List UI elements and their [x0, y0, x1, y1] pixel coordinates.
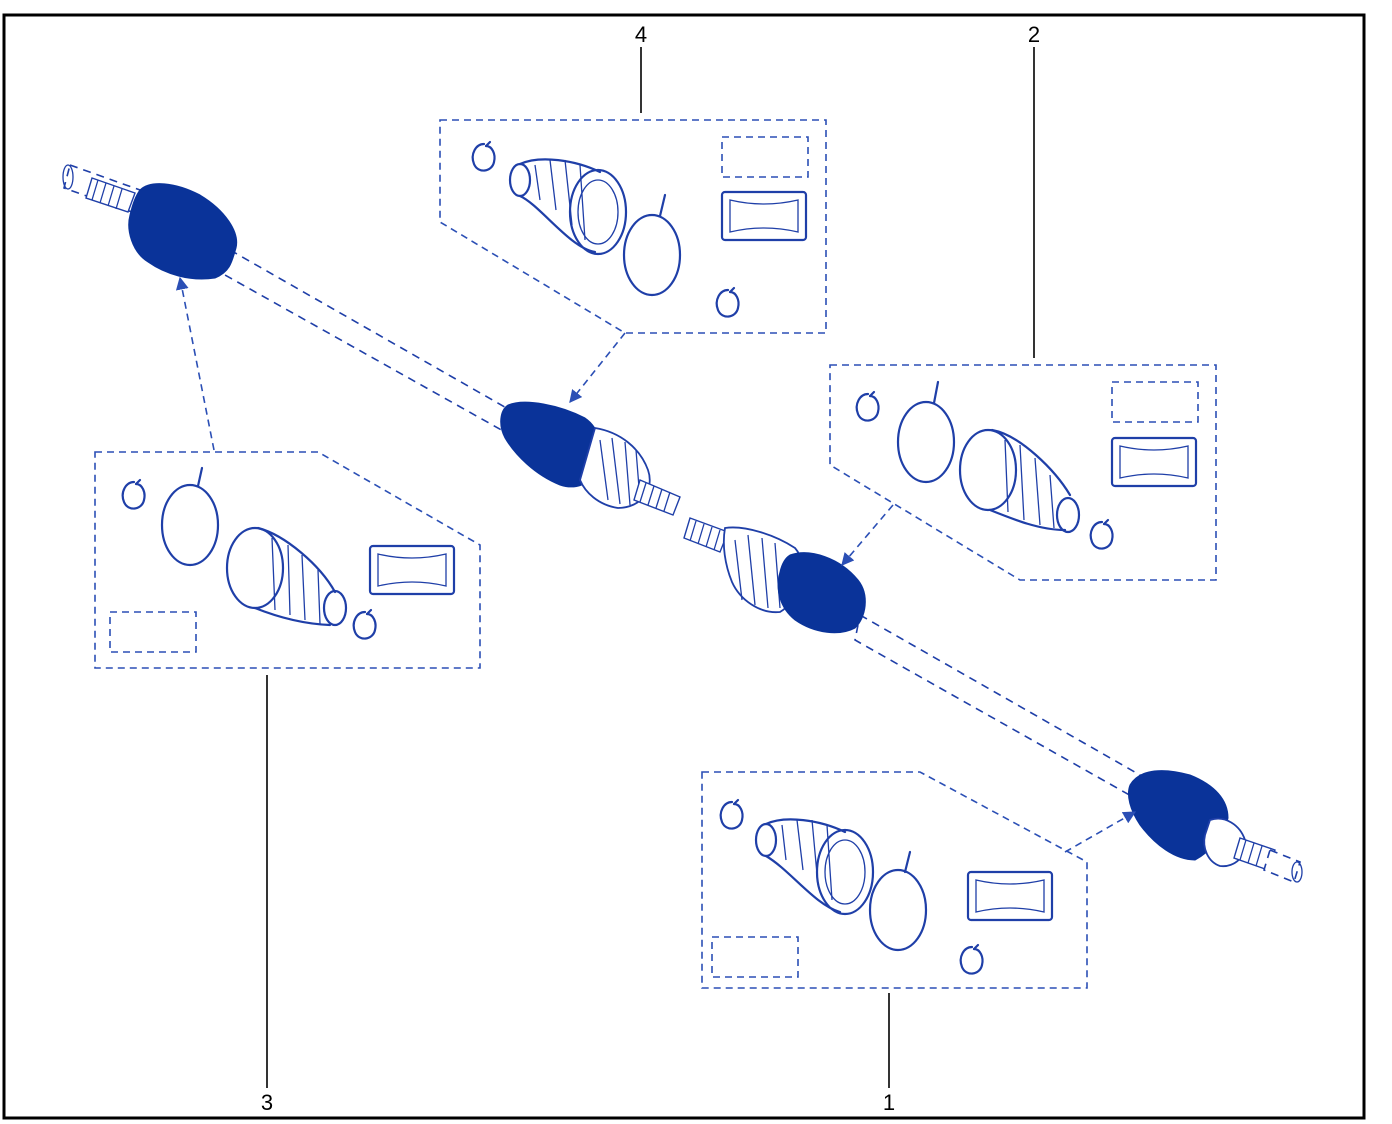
- callout-4: 4: [635, 22, 647, 47]
- kit-3-box: [94, 451, 481, 669]
- right-outer-stub: [1203, 817, 1303, 884]
- inner-boot-right: [777, 552, 866, 634]
- callout-1: 1: [883, 1090, 895, 1115]
- left-outer-boot: [128, 183, 238, 280]
- kit-2-box: [829, 364, 1217, 581]
- callout-3: 3: [261, 1090, 273, 1115]
- left-outer-stub: [62, 163, 142, 214]
- inner-housing-left: [579, 426, 681, 516]
- diagram-frame: [2, 13, 1366, 1120]
- axle-shaft-assembly: [62, 163, 1303, 884]
- kit-1-box: [701, 771, 1088, 989]
- kit-4-box: [439, 119, 827, 334]
- callout-2: 2: [1028, 22, 1040, 47]
